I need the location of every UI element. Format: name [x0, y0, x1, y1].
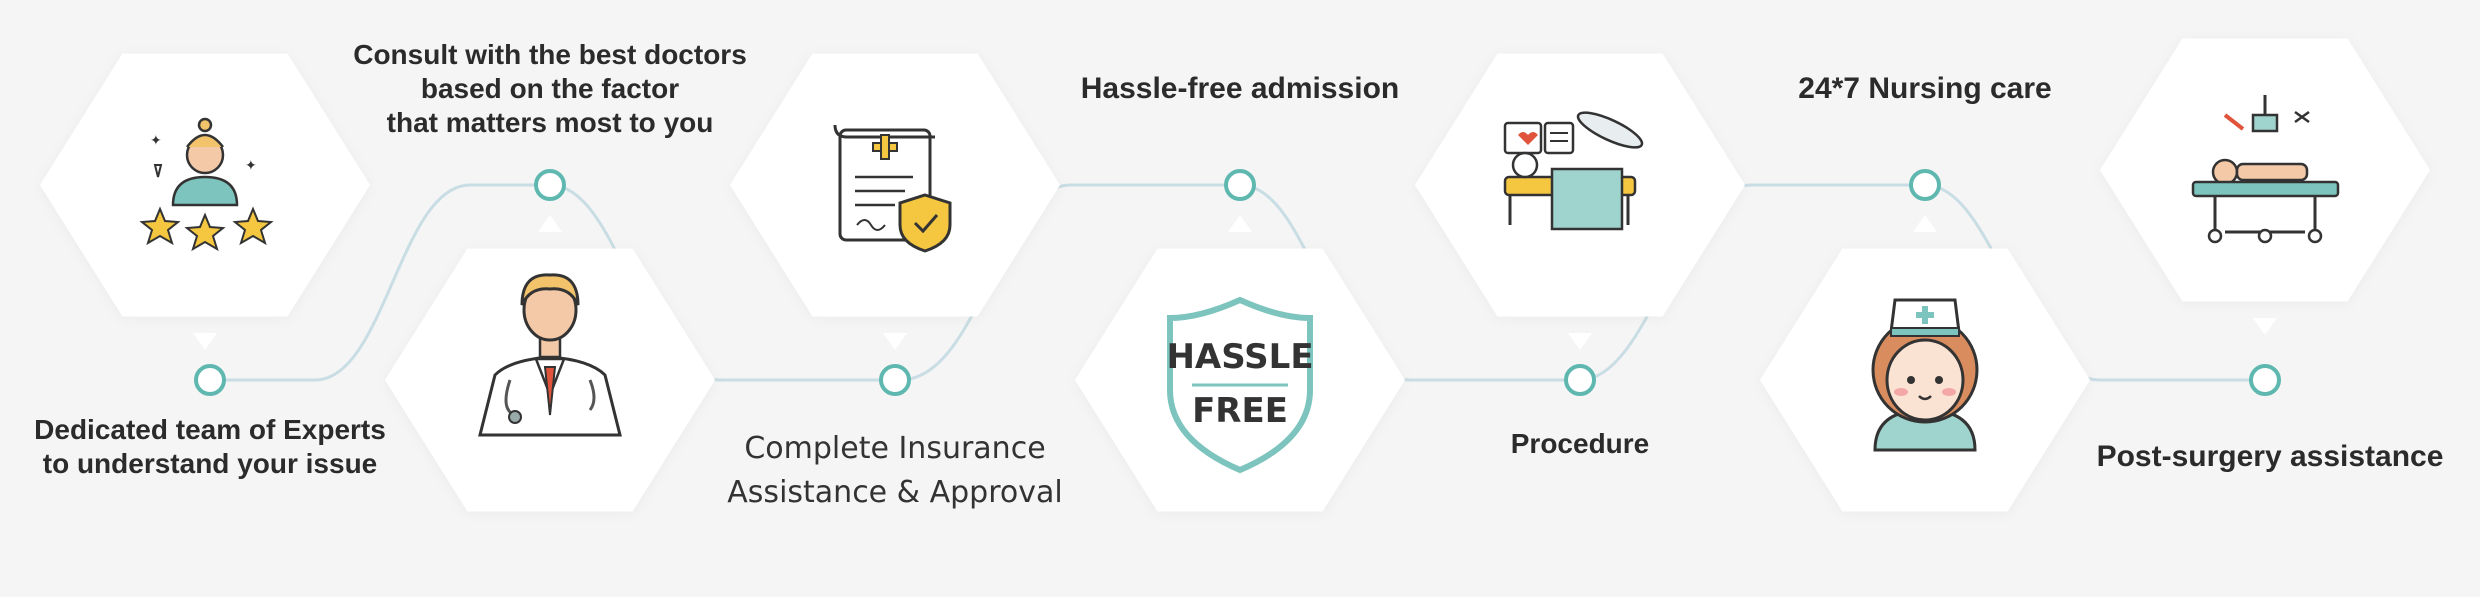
step-node-consult — [534, 169, 566, 201]
step-label-procedure: Procedure — [1510, 428, 1650, 459]
svg-text:✦: ✦ — [150, 133, 162, 149]
card-pointer — [193, 333, 217, 350]
nurse-icon — [1871, 298, 1979, 452]
step-label-admission: Hassle-free admission — [1080, 72, 1400, 105]
step-label-post-surgery: Post-surgery assistance — [2096, 440, 2444, 473]
card-pointer — [2253, 318, 2277, 335]
doctor-icon — [478, 273, 622, 437]
step-node-nursing — [1909, 169, 1941, 201]
badge-line-2: FREE — [1192, 391, 1288, 431]
journey-path — [210, 183, 2265, 382]
svg-text:✦: ✦ — [245, 158, 257, 174]
step-node-post_surgery — [2249, 364, 2281, 396]
surgery-table-icon — [2191, 95, 2340, 244]
badge-line-1: HASSLE — [1166, 337, 1313, 377]
step-label-nursing: 24*7 Nursing care — [1798, 72, 2052, 105]
step-node-admission — [1224, 169, 1256, 201]
card-pointer — [883, 333, 907, 350]
step-node-procedure — [1564, 364, 1596, 396]
card-pointer — [1228, 215, 1252, 232]
experts-stars-icon: ✦ ✦ — [139, 117, 274, 252]
hassle-free-shield-icon: HASSLE FREE — [1166, 296, 1314, 474]
insurance-document-icon — [833, 124, 952, 253]
step-node-insurance — [879, 364, 911, 396]
card-pointer — [538, 215, 562, 232]
step-node-experts — [194, 364, 226, 396]
card-pointer — [1568, 333, 1592, 350]
card-pointer — [1913, 215, 1937, 232]
hospital-bed-icon — [1503, 111, 1644, 231]
